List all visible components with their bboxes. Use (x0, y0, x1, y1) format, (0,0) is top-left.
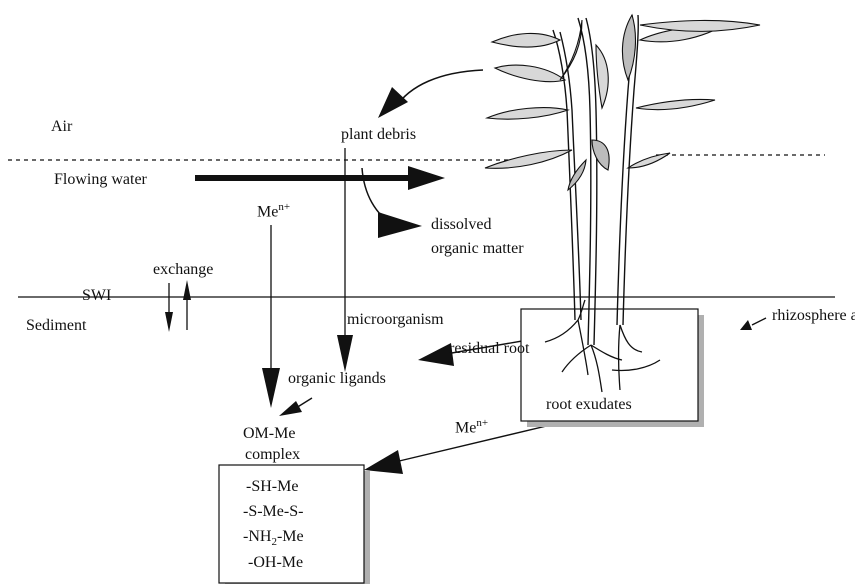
leaf-6 (595, 43, 609, 110)
plant-roots (544, 299, 661, 393)
label-root-exudates: root exudates (546, 396, 632, 413)
root-1 (544, 319, 579, 343)
label-metal-ion-top: Men+ (257, 201, 291, 221)
leaf-3 (484, 107, 571, 120)
label-om-me: OM-Me (243, 425, 296, 442)
label-organic-ligands: organic ligands (288, 370, 386, 387)
me-down-arrowhead (262, 368, 280, 408)
root-3 (561, 344, 592, 373)
label-sediment: Sediment (26, 317, 87, 334)
debris-curve-arrow (394, 69, 484, 109)
plant-stem-2 (577, 17, 592, 346)
root-6 (619, 324, 643, 353)
rhizosphere-box (520, 308, 699, 422)
leaf-13 (639, 19, 761, 32)
complex-item-sh-me: -SH-Me (246, 478, 299, 495)
leaf-9 (621, 13, 636, 82)
complex-box (218, 464, 365, 584)
complex-item-oh-me: -OH-Me (248, 554, 304, 571)
leaf-2 (493, 64, 567, 83)
exudate-to-box-arrowhead (364, 450, 403, 474)
label-metal-ion-bottom: Men+ (455, 417, 489, 437)
complex-item-s-me-s: -S-Me-S- (243, 503, 304, 520)
debris-curve-arrowhead (378, 87, 408, 118)
plant-stem-3b (622, 14, 639, 326)
debris-down-arrowhead (337, 335, 353, 372)
dom-curve-arrowhead (378, 212, 422, 238)
residual-root-arrow (439, 339, 529, 356)
root-8 (611, 359, 661, 372)
leaf-11 (635, 98, 716, 111)
rhizosphere-pointer (751, 317, 767, 326)
label-air: Air (51, 118, 73, 135)
root-7 (617, 324, 621, 391)
ligand-to-complex-arrowhead (279, 401, 302, 416)
leaf-1 (490, 32, 562, 48)
root-9 (577, 299, 586, 321)
label-residual-root: residual root (449, 340, 530, 357)
leaf-4 (484, 149, 573, 169)
plant-leaves (484, 13, 761, 192)
rhizosphere-pointer-head (740, 320, 752, 330)
label-plant-debris: plant debris (341, 126, 417, 143)
leaf-12 (626, 152, 671, 169)
label-swi: SWI (82, 287, 112, 304)
label-microorganism: microorganism (347, 311, 444, 328)
plant-illustration (552, 14, 639, 346)
plant-stem-1 (552, 29, 576, 321)
leaf-5 (559, 19, 583, 81)
root-4 (590, 344, 623, 361)
plant-stem-1b (559, 31, 582, 321)
label-exchange: exchange (153, 261, 214, 278)
exchange-up-arrowhead (183, 280, 191, 300)
leaf-7 (591, 139, 610, 171)
exchange-down-arrowhead (165, 312, 173, 332)
label-flowing-water: Flowing water (54, 171, 147, 188)
complex-item-nh2-me: -NH2-Me (243, 528, 304, 549)
residual-root-arrowhead (418, 343, 454, 366)
label-dissolved: dissolved (431, 216, 492, 233)
leaf-8 (567, 158, 587, 192)
root-5 (590, 344, 603, 393)
label-complex: complex (245, 446, 301, 463)
label-organic-matter: organic matter (431, 240, 524, 257)
flowing-water-arrow-head (408, 166, 445, 190)
label-rhizosphere-area: rhizosphere area (772, 307, 855, 324)
